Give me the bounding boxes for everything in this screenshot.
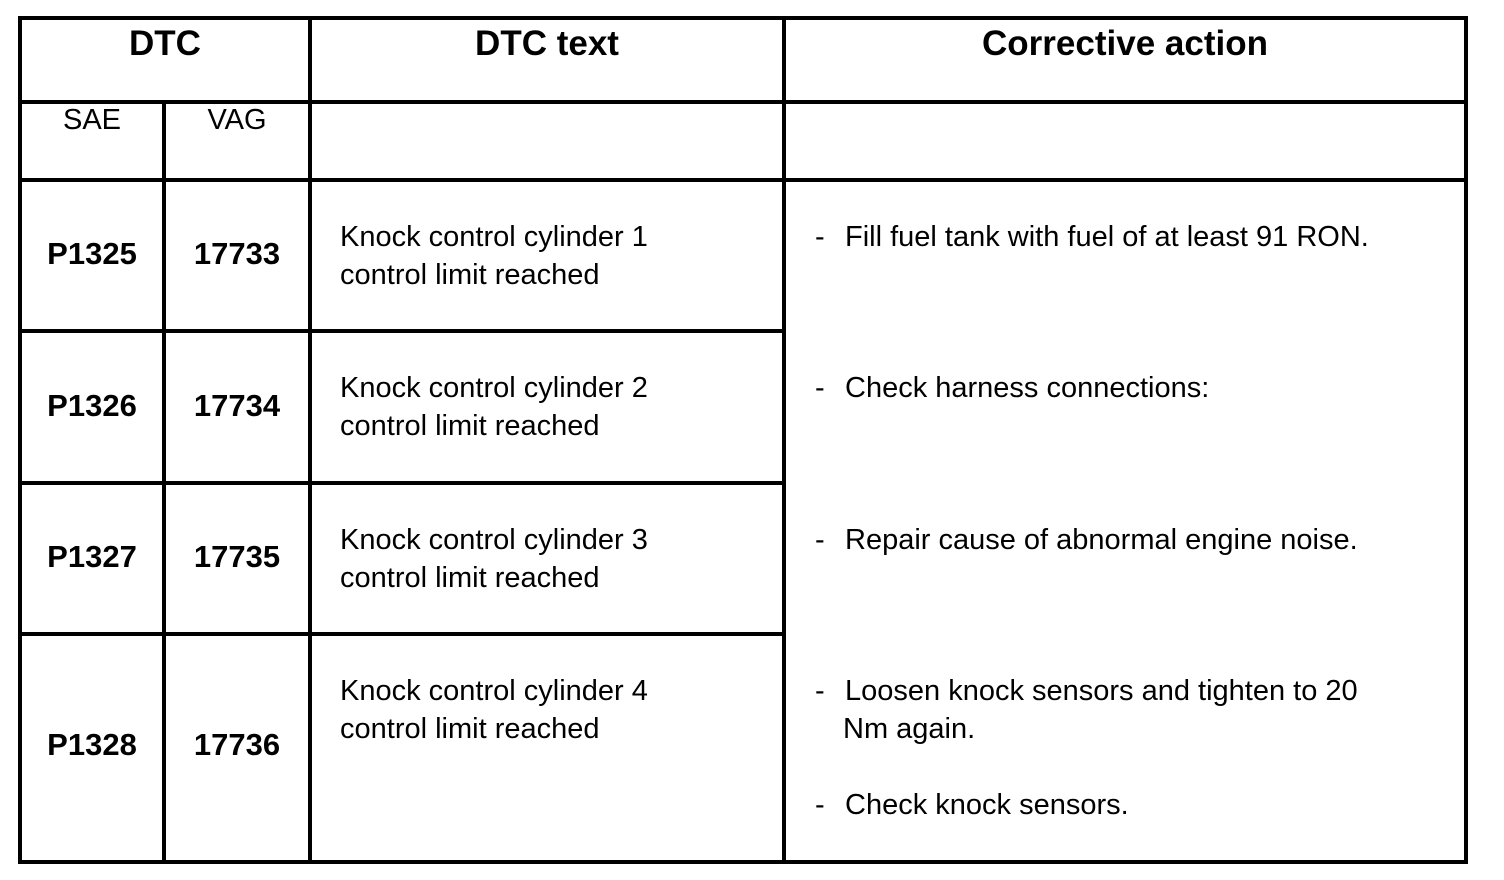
action-loosen-sensors: -Loosen knock sensors and tighten to 20 … — [815, 672, 1358, 748]
action-text-continuation: Nm again. — [843, 713, 976, 745]
dtc-description-line: Knock control cylinder 3 — [340, 524, 648, 556]
vag-code: 17733 — [193, 236, 281, 271]
action-repair-noise: -Repair cause of abnormal engine noise. — [815, 521, 1358, 559]
header-dtc: DTC — [129, 24, 201, 63]
bullet-dash: - — [815, 789, 825, 821]
dtc-description-line: control limit reached — [340, 562, 600, 594]
dtc-description-line: Knock control cylinder 2 — [340, 372, 648, 404]
sae-code: P1328 — [47, 727, 137, 762]
action-text: Check knock sensors. — [845, 789, 1129, 821]
dtc-description-line: control limit reached — [340, 410, 600, 442]
vag-code: 17734 — [193, 388, 281, 423]
table-border-top — [18, 16, 1468, 20]
dtc-description-line: control limit reached — [340, 713, 600, 745]
action-check-harness: -Check harness connections: — [815, 369, 1209, 407]
dtc-description-line: Knock control cylinder 1 — [340, 221, 648, 253]
action-text: Repair cause of abnormal engine noise. — [845, 524, 1358, 556]
dtc-description-line: Knock control cylinder 4 — [340, 675, 648, 707]
dtc-description: Knock control cylinder 3 control limit r… — [340, 521, 648, 597]
sae-vag-divider — [162, 100, 166, 864]
action-check-sensors: -Check knock sensors. — [815, 786, 1129, 824]
action-fill-fuel: -Fill fuel tank with fuel of at least 91… — [815, 218, 1369, 256]
bullet-dash: - — [815, 221, 825, 253]
subheader-divider — [18, 178, 1468, 182]
dtc-text-divider — [308, 16, 312, 864]
dtc-description: Knock control cylinder 2 control limit r… — [340, 369, 648, 445]
row-divider-1 — [18, 329, 785, 333]
bullet-dash: - — [815, 524, 825, 556]
table-border-right — [1464, 16, 1468, 864]
action-text: Fill fuel tank with fuel of at least 91 … — [845, 221, 1369, 253]
row-divider-3 — [18, 632, 785, 636]
dtc-description: Knock control cylinder 4 control limit r… — [340, 672, 648, 748]
bullet-dash: - — [815, 372, 825, 404]
action-text: Loosen knock sensors and tighten to 20 — [845, 675, 1358, 707]
dtc-description-line: control limit reached — [340, 259, 600, 291]
vag-code: 17735 — [193, 539, 281, 574]
header-divider — [18, 100, 1468, 104]
sae-code: P1325 — [47, 236, 137, 271]
table-border-left — [18, 16, 22, 864]
subheader-sae: SAE — [62, 104, 122, 136]
sae-code: P1326 — [47, 388, 137, 423]
sae-code: P1327 — [47, 539, 137, 574]
action-text: Check harness connections: — [845, 372, 1210, 404]
row-divider-2 — [18, 481, 785, 485]
table-border-bottom — [18, 860, 1468, 864]
header-corrective-action: Corrective action — [982, 24, 1268, 63]
vag-code: 17736 — [193, 727, 281, 762]
subheader-vag: VAG — [207, 104, 267, 136]
bullet-dash: - — [815, 675, 825, 707]
header-dtc-text: DTC text — [475, 24, 619, 63]
action-divider — [782, 16, 786, 864]
dtc-description: Knock control cylinder 1 control limit r… — [340, 218, 648, 294]
